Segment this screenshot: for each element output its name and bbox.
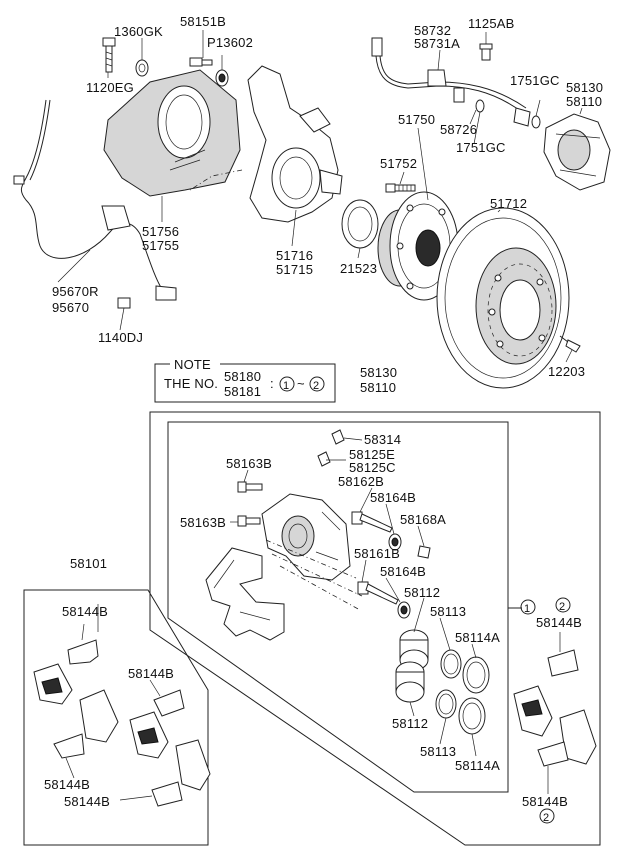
note-box xyxy=(154,363,336,403)
note-from: 1 xyxy=(283,380,289,392)
pistons xyxy=(395,629,429,703)
label-58110-top: 58110 xyxy=(566,94,602,109)
label-58114a-b: 58114A xyxy=(455,758,500,773)
label-58130-top: 58130 xyxy=(566,80,603,95)
label-58314: 58314 xyxy=(364,432,401,447)
circle-2-bottom xyxy=(539,808,555,824)
label-21523: 21523 xyxy=(340,261,377,276)
leader-lines xyxy=(57,30,583,801)
label-58726: 58726 xyxy=(440,122,477,137)
label-1125ab: 1125AB xyxy=(468,16,515,31)
label-1360gk: 1360GK xyxy=(114,24,163,39)
label-58731a: 58731A xyxy=(414,36,460,51)
bolt-58151b xyxy=(189,57,229,87)
brake-hose xyxy=(371,37,541,129)
note-code-b: 58181 xyxy=(224,384,261,399)
label-58113-a: 58113 xyxy=(430,604,466,619)
label-58101: 58101 xyxy=(70,556,107,571)
label-58130-mid: 58130 xyxy=(360,365,397,380)
note-heading-gap xyxy=(170,358,220,370)
circle-2-top-label: 2 xyxy=(559,601,565,613)
label-51715: 51715 xyxy=(276,262,313,277)
label-51756: 51756 xyxy=(142,224,179,239)
label-58110-mid: 58110 xyxy=(360,380,396,395)
label-1120eg: 1120EG xyxy=(86,80,134,95)
label-58125e: 58125E xyxy=(349,447,395,462)
label-51716: 51716 xyxy=(276,248,313,263)
label-58114a-a: 58114A xyxy=(455,630,500,645)
caliper-body xyxy=(261,493,351,581)
label-1751gc-b: 1751GC xyxy=(456,140,506,155)
oil-seal xyxy=(341,199,379,249)
label-58144b-a: 58144B xyxy=(62,604,108,619)
pad-kit-parts xyxy=(33,639,211,807)
outer-caliper-frame xyxy=(149,411,601,846)
label-12203: 12203 xyxy=(548,364,585,379)
note-code-a: 58180 xyxy=(224,369,261,384)
bolt-1360gk xyxy=(102,37,149,77)
caliper-carrier xyxy=(205,547,285,641)
dust-shield xyxy=(103,69,241,197)
note-prefix: THE NO. xyxy=(164,376,218,391)
circle-1-label: 1 xyxy=(524,603,530,615)
label-58112-a: 58112 xyxy=(404,585,440,600)
label-58168a: 58168A xyxy=(400,512,446,527)
circle-1 xyxy=(520,599,536,615)
circle-2-bottom-label: 2 xyxy=(543,812,549,824)
label-58144b-d: 58144B xyxy=(64,794,110,809)
hub-bolt xyxy=(385,183,416,193)
guide-pins xyxy=(351,511,431,619)
disc-screw xyxy=(559,335,581,353)
label-1751gc-a: 1751GC xyxy=(510,73,560,88)
label-58163b-a: 58163B xyxy=(226,456,272,471)
label-58163b-b: 58163B xyxy=(180,515,226,530)
note-circle-from xyxy=(279,376,295,392)
label-95670r: 95670R xyxy=(52,284,99,299)
label-58732: 58732 xyxy=(414,23,451,38)
note-to: 2 xyxy=(313,380,319,392)
label-58162b: 58162B xyxy=(338,474,384,489)
label-51755: 51755 xyxy=(142,238,179,253)
bleeder-screw xyxy=(317,429,345,467)
label-58125c: 58125C xyxy=(349,460,396,475)
label-95670: 95670 xyxy=(52,300,89,315)
note-heading: NOTE xyxy=(174,357,211,372)
label-p13602: P13602 xyxy=(207,35,253,50)
guide-bolts xyxy=(237,481,263,527)
label-58151b: 58151B xyxy=(180,14,226,29)
note-separator: : xyxy=(270,376,274,391)
label-58144b-right-bottom: 58144B xyxy=(522,794,568,809)
label-51752: 51752 xyxy=(380,156,417,171)
label-1140dj: 1140DJ xyxy=(98,330,143,345)
caliper-top xyxy=(543,113,611,191)
note-circle-to xyxy=(309,376,325,392)
steering-knuckle xyxy=(247,65,343,223)
label-58113-b: 58113 xyxy=(420,744,456,759)
label-58144b-c: 58144B xyxy=(44,777,90,792)
abs-sensor xyxy=(13,99,177,309)
label-58144b-right-top: 58144B xyxy=(536,615,582,630)
note-range-sep: ~ xyxy=(297,376,305,391)
circle-2-top xyxy=(555,597,571,613)
inner-caliper-frame xyxy=(167,421,509,793)
piston-seals xyxy=(435,649,490,735)
label-58112-b: 58112 xyxy=(392,716,428,731)
brake-disc xyxy=(436,207,570,389)
label-58161b: 58161B xyxy=(354,546,400,561)
pad-kit-right xyxy=(513,649,597,767)
label-51712: 51712 xyxy=(490,196,527,211)
label-51750: 51750 xyxy=(398,112,435,127)
label-58144b-b: 58144B xyxy=(128,666,174,681)
label-58164b-a: 58164B xyxy=(370,490,416,505)
label-58164b-b: 58164B xyxy=(380,564,426,579)
